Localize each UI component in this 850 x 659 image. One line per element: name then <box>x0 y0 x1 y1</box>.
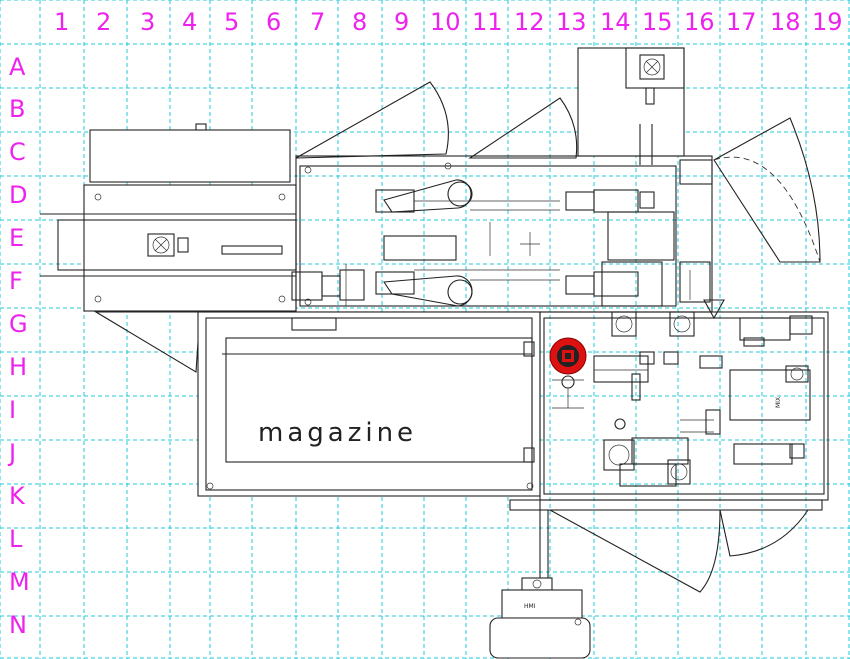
hmi-panel: HMI <box>489 577 591 659</box>
column-label: 17 <box>726 8 757 36</box>
row-label: N <box>9 611 27 639</box>
row-label: A <box>9 53 26 81</box>
row-label: B <box>9 95 25 123</box>
magazine-unit: magazine <box>197 311 541 497</box>
column-label: 3 <box>140 8 155 36</box>
column-label: 12 <box>514 8 545 36</box>
column-label: 6 <box>266 8 281 36</box>
row-label: I <box>9 396 16 424</box>
row-label: D <box>9 181 27 209</box>
row-label: M <box>9 568 30 596</box>
emergency-stop-icon <box>549 337 587 409</box>
left-feed-rail <box>40 184 297 312</box>
column-label: 9 <box>394 8 409 36</box>
column-label: 11 <box>472 8 503 36</box>
column-labels: 1 2 3 4 5 6 7 8 9 10 11 12 13 14 15 16 1… <box>54 8 843 36</box>
column-label: 19 <box>812 8 843 36</box>
upper-left-plate <box>89 129 291 183</box>
column-label: 4 <box>182 8 197 36</box>
row-label: H <box>9 353 27 381</box>
hmi-label: HMI <box>524 603 536 610</box>
column-label: 18 <box>770 8 801 36</box>
row-label: L <box>9 525 23 553</box>
column-label: 15 <box>642 8 673 36</box>
row-label: K <box>9 482 26 510</box>
row-label: G <box>9 310 28 338</box>
main-conveyor-frame <box>291 155 725 320</box>
magazine-label: magazine <box>258 418 417 448</box>
column-label: 8 <box>352 8 367 36</box>
column-label: 10 <box>430 8 461 36</box>
top-tower-unit <box>577 47 685 165</box>
right-lower-frame: MIX <box>509 311 829 593</box>
column-label: 14 <box>600 8 631 36</box>
column-label: 13 <box>556 8 587 36</box>
column-label: 5 <box>224 8 239 36</box>
row-label: F <box>9 267 23 295</box>
row-label: E <box>9 224 24 252</box>
column-label: 16 <box>684 8 715 36</box>
machine-drawing: magazine <box>40 47 829 659</box>
column-label: 1 <box>54 8 69 36</box>
mix-label: MIX <box>775 397 782 408</box>
row-label: C <box>9 138 26 166</box>
column-label: 7 <box>310 8 325 36</box>
row-labels: A B C D E F G H I J K L M N <box>7 53 30 639</box>
row-label: J <box>7 439 16 467</box>
column-label: 2 <box>96 8 111 36</box>
